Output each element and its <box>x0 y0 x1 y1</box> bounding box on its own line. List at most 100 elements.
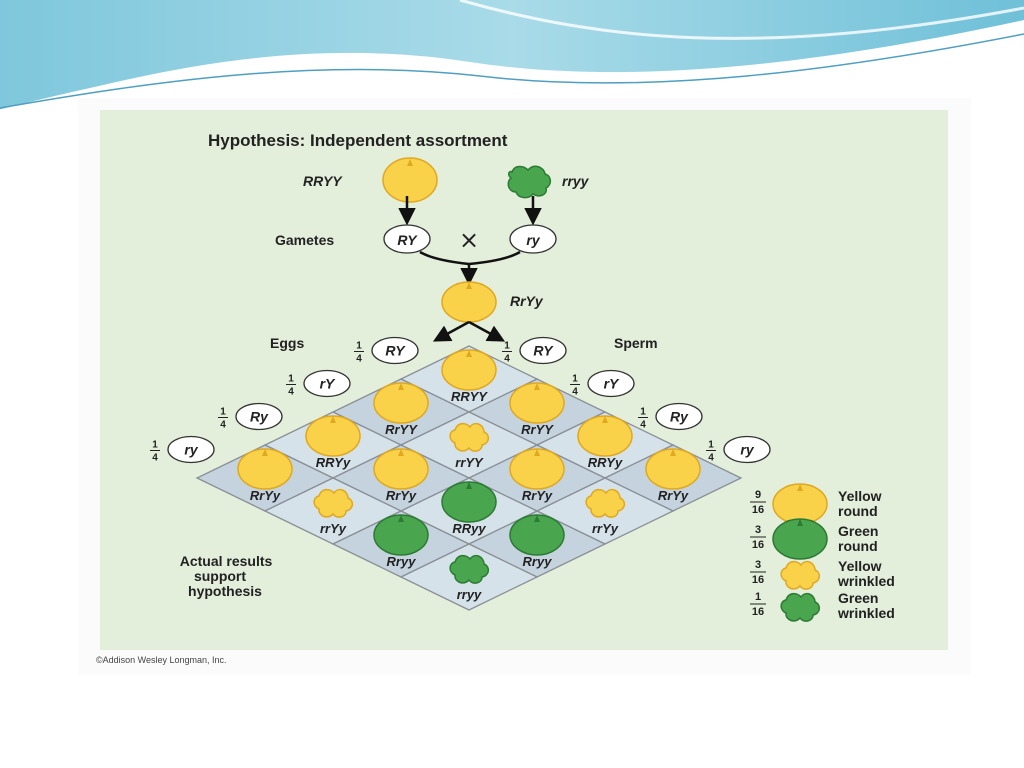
legend-fraction-numerator: 3 <box>755 559 761 571</box>
legend-fraction-denominator: 16 <box>752 606 764 618</box>
legend-label-line-2: wrinkled <box>837 573 895 589</box>
yellow-round-pea-icon <box>509 448 565 490</box>
f1-yellow-round-pea-icon <box>441 281 497 323</box>
green-round-pea-icon <box>373 514 429 556</box>
legend-fraction-denominator: 16 <box>752 504 764 516</box>
fraction-numerator: 1 <box>220 407 226 418</box>
offspring-genotype: RrYY <box>521 422 554 437</box>
gamete-genotype: Ry <box>250 409 269 425</box>
legend-fraction-numerator: 9 <box>755 489 761 501</box>
parent-gamete-left: RY <box>397 232 418 248</box>
fraction-denominator: 4 <box>640 420 646 431</box>
fraction-numerator: 1 <box>572 374 578 385</box>
cross-symbol: × <box>459 226 479 254</box>
phenotype-legend: 916Yellowround316Greenround316Yellowwrin… <box>750 483 895 622</box>
offspring-genotype: RRyy <box>452 521 486 536</box>
yellow-wrinkled-pea-icon <box>780 560 821 590</box>
fraction-denominator: 4 <box>708 453 714 464</box>
sperm-gamete-3: Ry 1 4 <box>638 402 703 431</box>
gametes-label: Gametes <box>275 232 334 248</box>
offspring-genotype: RrYy <box>522 488 553 503</box>
green-round-pea-icon <box>441 481 497 523</box>
yellow-wrinkled-pea-icon <box>313 488 354 518</box>
yellow-wrinkled-pea-icon <box>449 422 490 452</box>
offspring-genotype: rryy <box>457 587 482 602</box>
yellow-round-pea-icon <box>373 448 429 490</box>
fraction-numerator: 1 <box>356 341 362 352</box>
offspring-genotype: RRYy <box>316 455 351 470</box>
fraction-numerator: 1 <box>504 341 510 352</box>
fraction-numerator: 1 <box>640 407 646 418</box>
yellow-round-pea-icon <box>382 157 438 203</box>
legend-fraction-numerator: 1 <box>755 591 761 603</box>
fraction-numerator: 1 <box>152 440 158 451</box>
punnett-cell: rryy <box>399 543 539 611</box>
yellow-round-pea-icon <box>305 415 361 457</box>
legend-fraction-numerator: 3 <box>755 524 761 536</box>
gamete-genotype: Ry <box>670 409 689 425</box>
legend-label-line-1: Green <box>838 523 878 539</box>
legend-fraction-denominator: 16 <box>752 574 764 586</box>
green-wrinkled-pea-icon <box>780 592 821 622</box>
legend-label-line-1: Green <box>838 590 878 606</box>
fraction-denominator: 4 <box>356 354 362 365</box>
gamete-genotype: RY <box>533 343 554 359</box>
conclusion-line-2: support <box>194 568 246 584</box>
yellow-round-pea-icon <box>772 483 828 525</box>
legend-label-line-2: round <box>838 538 878 554</box>
offspring-genotype: rrYy <box>592 521 619 536</box>
gamete-genotype: rY <box>604 376 620 392</box>
offspring-genotype: Rryy <box>523 554 553 569</box>
legend-label-line-1: Yellow <box>838 488 882 504</box>
sperm-label: Sperm <box>614 335 658 351</box>
green-round-pea-icon <box>509 514 565 556</box>
green-wrinkled-pea-icon <box>507 165 552 199</box>
yellow-round-pea-icon <box>237 448 293 490</box>
gamete-genotype: rY <box>320 376 336 392</box>
yellow-round-pea-icon <box>441 349 497 391</box>
green-wrinkled-pea-icon <box>449 554 490 584</box>
parent-right-genotype: rryy <box>562 173 590 189</box>
fraction-denominator: 4 <box>152 453 158 464</box>
legend-label-line-1: Yellow <box>838 558 882 574</box>
offspring-genotype: rrYy <box>320 521 347 536</box>
legend-fraction-denominator: 16 <box>752 539 764 551</box>
fraction-denominator: 4 <box>288 387 294 398</box>
sperm-gamete-1: RY 1 4 <box>502 336 567 365</box>
diagram-title: Hypothesis: Independent assortment <box>208 131 508 150</box>
yellow-round-pea-icon <box>509 382 565 424</box>
conclusion-line-1: Actual results <box>180 553 273 569</box>
fraction-denominator: 4 <box>504 354 510 365</box>
offspring-genotype: RRYy <box>588 455 623 470</box>
yellow-wrinkled-pea-icon <box>585 488 626 518</box>
fraction-denominator: 4 <box>572 387 578 398</box>
offspring-genotype: RrYy <box>250 488 281 503</box>
green-round-pea-icon <box>772 518 828 560</box>
legend-label-line-2: round <box>838 503 878 519</box>
parent-left-genotype: RRYY <box>303 173 343 189</box>
legend-label-line-2: wrinkled <box>837 605 895 621</box>
yellow-round-pea-icon <box>645 448 701 490</box>
offspring-genotype: RrYY <box>385 422 418 437</box>
f1-genotype: RrYy <box>510 293 544 309</box>
offspring-genotype: RrYy <box>386 488 417 503</box>
gamete-genotype: ry <box>740 442 754 458</box>
offspring-genotype: RRYY <box>451 389 488 404</box>
parent-gamete-right: ry <box>526 232 540 248</box>
egg-gamete-1: RY 1 4 <box>354 336 419 365</box>
offspring-genotype: Rryy <box>387 554 417 569</box>
gamete-genotype: RY <box>385 343 406 359</box>
yellow-round-pea-icon <box>373 382 429 424</box>
fraction-denominator: 4 <box>220 420 226 431</box>
offspring-genotype: RrYy <box>658 488 689 503</box>
yellow-round-pea-icon <box>577 415 633 457</box>
